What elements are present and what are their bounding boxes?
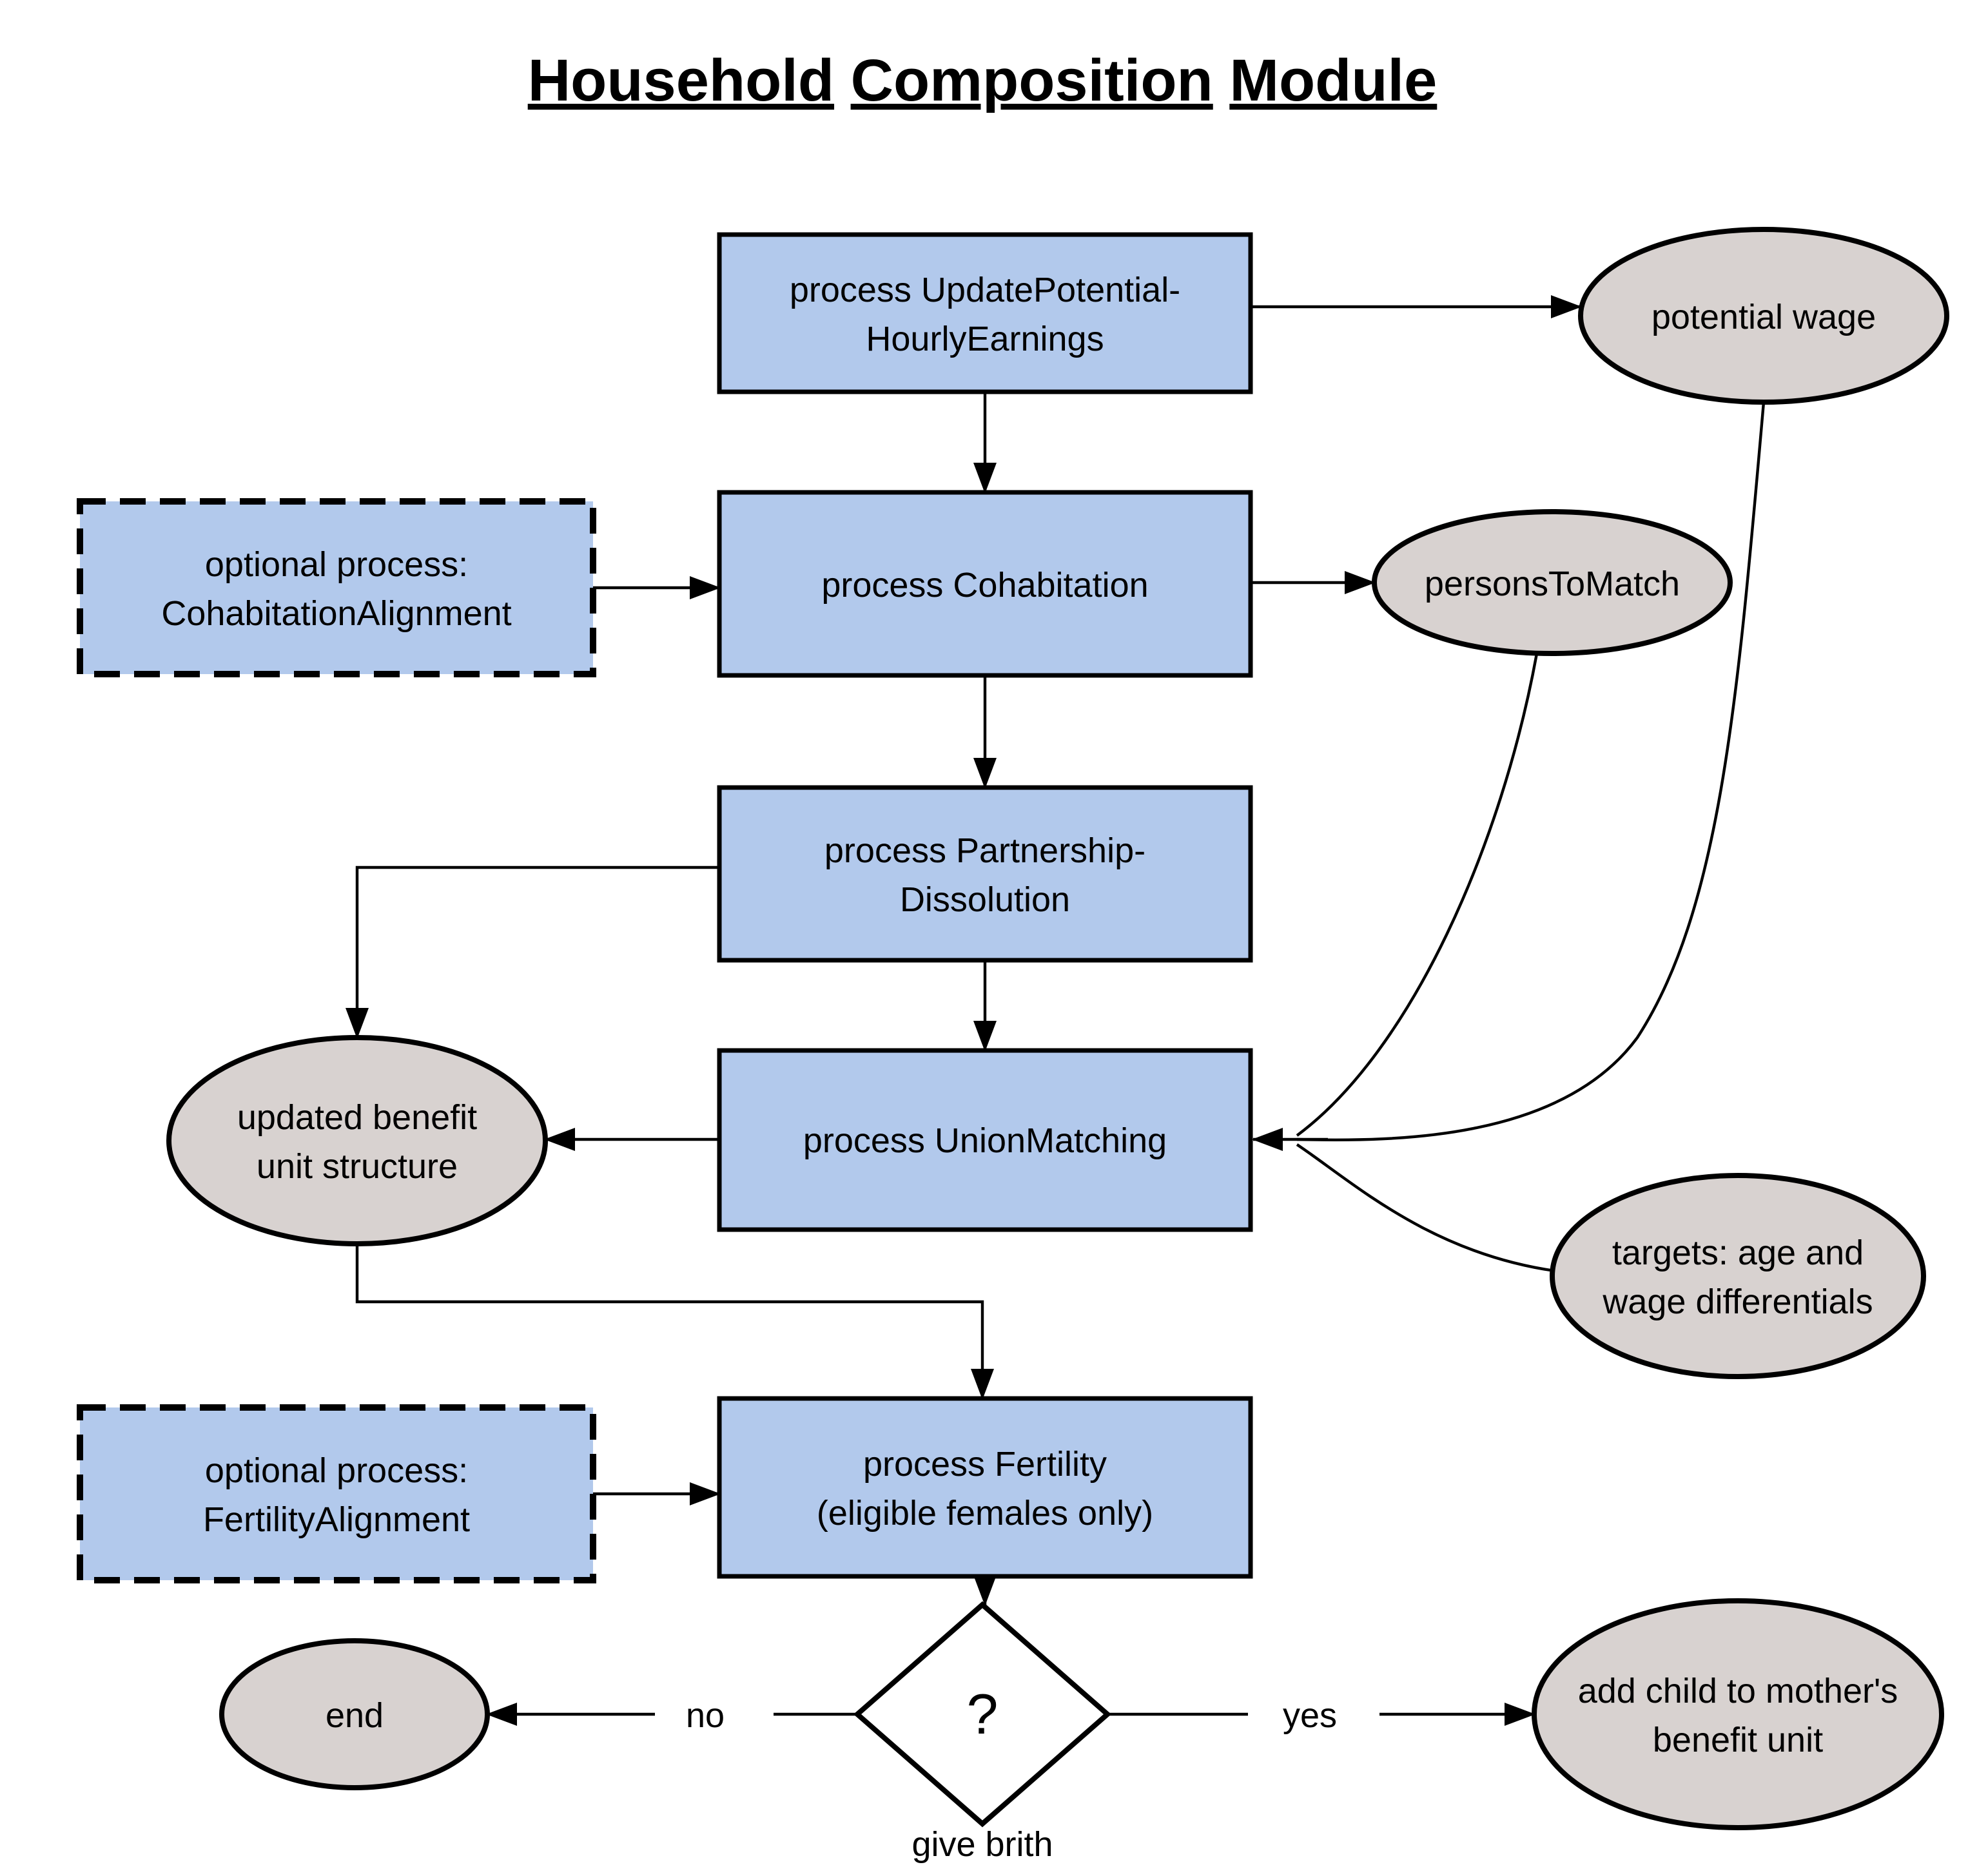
update-potential-rect xyxy=(717,232,1253,394)
end-shape xyxy=(219,1638,490,1790)
update-potential-line2: HourlyEarnings xyxy=(866,320,1104,358)
partnership-dissolution-line2: Dissolution xyxy=(900,880,1070,919)
edge-updatedbenefit-to-fertility xyxy=(355,1244,994,1400)
potential-wage-shape xyxy=(1578,227,1949,405)
optional-box-fertility-alignment: optional process: FertilityAlignment xyxy=(77,1404,596,1583)
data-ellipse-end: end xyxy=(219,1638,490,1790)
edge-partnership-to-updatedbenefit xyxy=(346,865,719,1039)
targets-line2: wage differentials xyxy=(1602,1282,1873,1321)
updated-benefit-unit-line2: unit structure xyxy=(257,1147,458,1186)
fertility-alignment-rect xyxy=(77,1404,596,1583)
union-matching-rect xyxy=(717,1048,1253,1232)
edge-label-yes: yes xyxy=(1283,1696,1337,1735)
decision-question-mark: ? xyxy=(967,1682,999,1746)
process-box-update-potential: process UpdatePotential- HourlyEarnings xyxy=(717,232,1253,394)
decision-diamond-shape xyxy=(853,1601,1112,1828)
edge-label-no: no xyxy=(686,1696,725,1735)
fertility-alignment-line2: FertilityAlignment xyxy=(203,1500,470,1539)
partnership-dissolution-rect xyxy=(717,785,1253,963)
page-title: Household Composition Module xyxy=(528,48,1437,113)
end-label: end xyxy=(326,1696,384,1735)
potential-wage-label: potential wage xyxy=(1652,298,1876,336)
process-box-partnership-dissolution: process Partnership- Dissolution xyxy=(717,785,1253,963)
decision-caption: give brith xyxy=(911,1825,1053,1864)
process-box-union-matching: process UnionMatching xyxy=(717,1048,1253,1232)
add-child-line2: benefit unit xyxy=(1653,1721,1823,1759)
fertility-alignment-line1: optional process: xyxy=(205,1451,468,1490)
persons-to-match-shape xyxy=(1372,509,1733,656)
cohabitation-alignment-line1: optional process: xyxy=(205,545,468,584)
cohabitation-alignment-line2: CohabitationAlignment xyxy=(161,594,511,633)
targets-line1: targets: age and xyxy=(1612,1233,1864,1272)
data-ellipse-potential-wage: potential wage xyxy=(1578,227,1949,405)
cohabitation-rect xyxy=(717,490,1253,678)
process-box-cohabitation: process Cohabitation xyxy=(717,490,1253,678)
process-box-fertility: process Fertility (eligible females only… xyxy=(717,1396,1253,1579)
edge-targets-to-unionmatching xyxy=(1296,1143,1555,1273)
add-child-line1: add child to mother's xyxy=(1578,1672,1898,1710)
updated-benefit-unit-shape xyxy=(166,1035,548,1246)
partnership-dissolution-line1: process Partnership- xyxy=(824,831,1145,870)
decision-diamond-give-birth: ? give brith xyxy=(853,1601,1112,1864)
update-potential-line1: process UpdatePotential- xyxy=(790,271,1180,309)
edge-personstomatch-to-unionmatching xyxy=(1296,653,1539,1137)
add-child-shape xyxy=(1532,1598,1944,1830)
persons-to-match-label: personsToMatch xyxy=(1425,565,1680,603)
title-word-3: Module xyxy=(1229,48,1437,113)
data-ellipse-updated-benefit-unit: updated benefit unit structure xyxy=(166,1035,548,1246)
fertility-line1: process Fertility xyxy=(863,1445,1107,1484)
data-ellipse-targets: targets: age and wage differentials xyxy=(1550,1173,1926,1379)
edge-potentialwage-to-unionmatching xyxy=(1296,401,1766,1142)
fertility-rect xyxy=(717,1396,1253,1579)
union-matching-label: process UnionMatching xyxy=(803,1121,1167,1160)
updated-benefit-unit-line1: updated benefit xyxy=(237,1098,477,1137)
data-ellipse-persons-to-match: personsToMatch xyxy=(1372,509,1733,656)
optional-box-cohabitation-alignment: optional process: CohabitationAlignment xyxy=(77,498,596,677)
data-ellipse-add-child: add child to mother's benefit unit xyxy=(1532,1598,1944,1830)
targets-shape xyxy=(1550,1173,1926,1379)
title-word-1: Household xyxy=(528,48,834,113)
fertility-line2: (eligible females only) xyxy=(817,1494,1153,1533)
cohabitation-alignment-rect xyxy=(77,498,596,677)
cohabitation-label: process Cohabitation xyxy=(821,566,1148,604)
title-word-2: Composition xyxy=(851,48,1213,113)
